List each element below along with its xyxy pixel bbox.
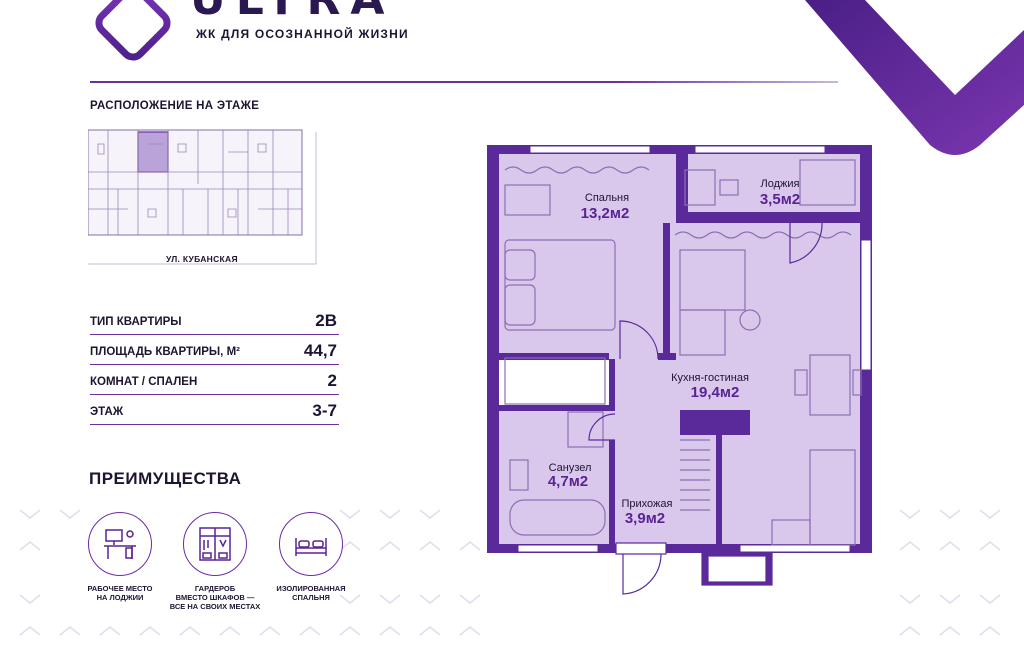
advantage-circle — [183, 512, 247, 576]
header-divider — [90, 81, 838, 83]
spec-value: 2 — [327, 371, 337, 390]
apartment-plan — [487, 145, 872, 595]
room-name-bathroom: Санузел — [548, 462, 592, 474]
room-name-hallway: Прихожая — [621, 498, 673, 510]
spec-value: 2В — [315, 311, 337, 330]
room-name-loggia: Лоджия — [760, 178, 800, 190]
room-area-bedroom: 13,2м2 — [580, 205, 630, 222]
chevron-pattern — [19, 509, 1001, 636]
room-area-loggia: 3,5м2 — [759, 191, 801, 208]
desk-icon — [104, 529, 136, 559]
advantages-title: ПРЕИМУЩЕСТВА — [89, 469, 242, 488]
room-area-kitchen-living: 19,4м2 — [690, 384, 740, 401]
location-title: РАСПОЛОЖЕНИЕ НА ЭТАЖЕ — [90, 100, 260, 112]
room-area-hallway: 3,9м2 — [624, 510, 666, 527]
advantage-circle — [279, 512, 343, 576]
spec-label: ЭТАЖ — [90, 406, 124, 418]
spec-row-rooms: КОМНАТ / СПАЛЕН 2 — [90, 364, 339, 395]
advantage-workplace: РАБОЧЕЕ МЕСТО НА ЛОДЖИИ — [65, 512, 175, 602]
advantage-label-line: ГАРДЕРОБ — [194, 584, 236, 593]
spec-value: 44,7 — [303, 341, 337, 360]
advantage-label-line: РАБОЧЕЕ МЕСТО — [87, 584, 153, 593]
spec-value: 3-7 — [312, 401, 337, 420]
tagline: ЖК ДЛЯ ОСОЗНАННОЙ ЖИЗНИ — [196, 27, 409, 41]
bed-icon — [295, 538, 327, 556]
advantage-circle — [88, 512, 152, 576]
spec-label: ТИП КВАРТИРЫ — [90, 316, 182, 328]
brand-check-shape — [805, 0, 1024, 155]
advantage-label-line: НА ЛОДЖИИ — [96, 593, 144, 602]
advantage-label-line: ВМЕСТО ШКАФОВ — — [175, 593, 255, 602]
advantage-isolated-bedroom: ИЗОЛИРОВАННАЯ СПАЛЬНЯ — [256, 512, 366, 602]
wardrobe-icon — [199, 527, 231, 561]
room-name-kitchen-living: Кухня-гостиная — [671, 372, 749, 384]
logo-wordmark: ULTRA — [190, 0, 394, 22]
room-name-bedroom: Спальня — [584, 192, 630, 204]
street-label: УЛ. КУБАНСКАЯ — [166, 254, 238, 264]
advantage-label-line: СПАЛЬНЯ — [292, 593, 330, 602]
spec-row-type: ТИП КВАРТИРЫ 2В — [90, 304, 339, 335]
logo-icon — [95, 0, 171, 61]
spec-row-floor: ЭТАЖ 3-7 — [90, 394, 339, 425]
room-area-bathroom: 4,7м2 — [547, 473, 589, 490]
floor-location-plan: УЛ. КУБАНСКАЯ — [87, 124, 340, 274]
apartment-highlight — [137, 131, 169, 173]
advantage-label-line: ВСЕ НА СВОИХ МЕСТАХ — [169, 602, 261, 611]
floor-plan-drawing — [87, 129, 317, 265]
spec-label: ПЛОЩАДЬ КВАРТИРЫ, М² — [90, 346, 240, 358]
spec-label: КОМНАТ / СПАЛЕН — [90, 376, 198, 388]
spec-row-area: ПЛОЩАДЬ КВАРТИРЫ, М² 44,7 — [90, 334, 339, 365]
advantage-label-line: ИЗОЛИРОВАННАЯ — [276, 584, 346, 593]
advantage-wardrobe: ГАРДЕРОБ ВМЕСТО ШКАФОВ — ВСЕ НА СВОИХ МЕ… — [160, 512, 270, 611]
